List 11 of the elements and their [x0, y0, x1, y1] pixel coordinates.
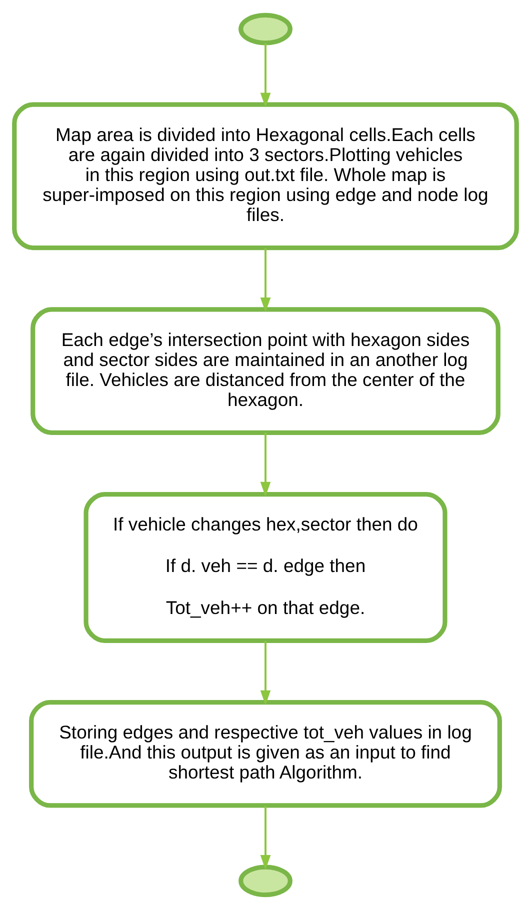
- arrow: [260, 42, 271, 108]
- arrow: [260, 248, 271, 312]
- arrow: [260, 432, 271, 496]
- node-box: Map area is divided into Hexagonal cells.Each cells are again divided into 3 sectors.Plotting vehicles in this region using out.txt file. Whole map is super-imposed on this region using edge and node log files.: [12, 102, 519, 250]
- arrow: [260, 805, 271, 870]
- node-box: If vehicle changes hex,sector then do If d. veh == d. edge then Tot_veh++ on that edge.: [84, 491, 448, 642]
- node-box: Storing edges and respective tot_veh values in log file.And this output is given as an input to find shortest path Algorithm.: [29, 699, 502, 808]
- node-ellipse: [238, 12, 292, 45]
- arrow: [260, 640, 271, 705]
- node-ellipse: [238, 864, 292, 897]
- node-box: Each edge’s intersection point with hexagon sides and sector sides are maintained in an another log file. Vehicles are distanced from the center of the hexagon.: [30, 306, 500, 434]
